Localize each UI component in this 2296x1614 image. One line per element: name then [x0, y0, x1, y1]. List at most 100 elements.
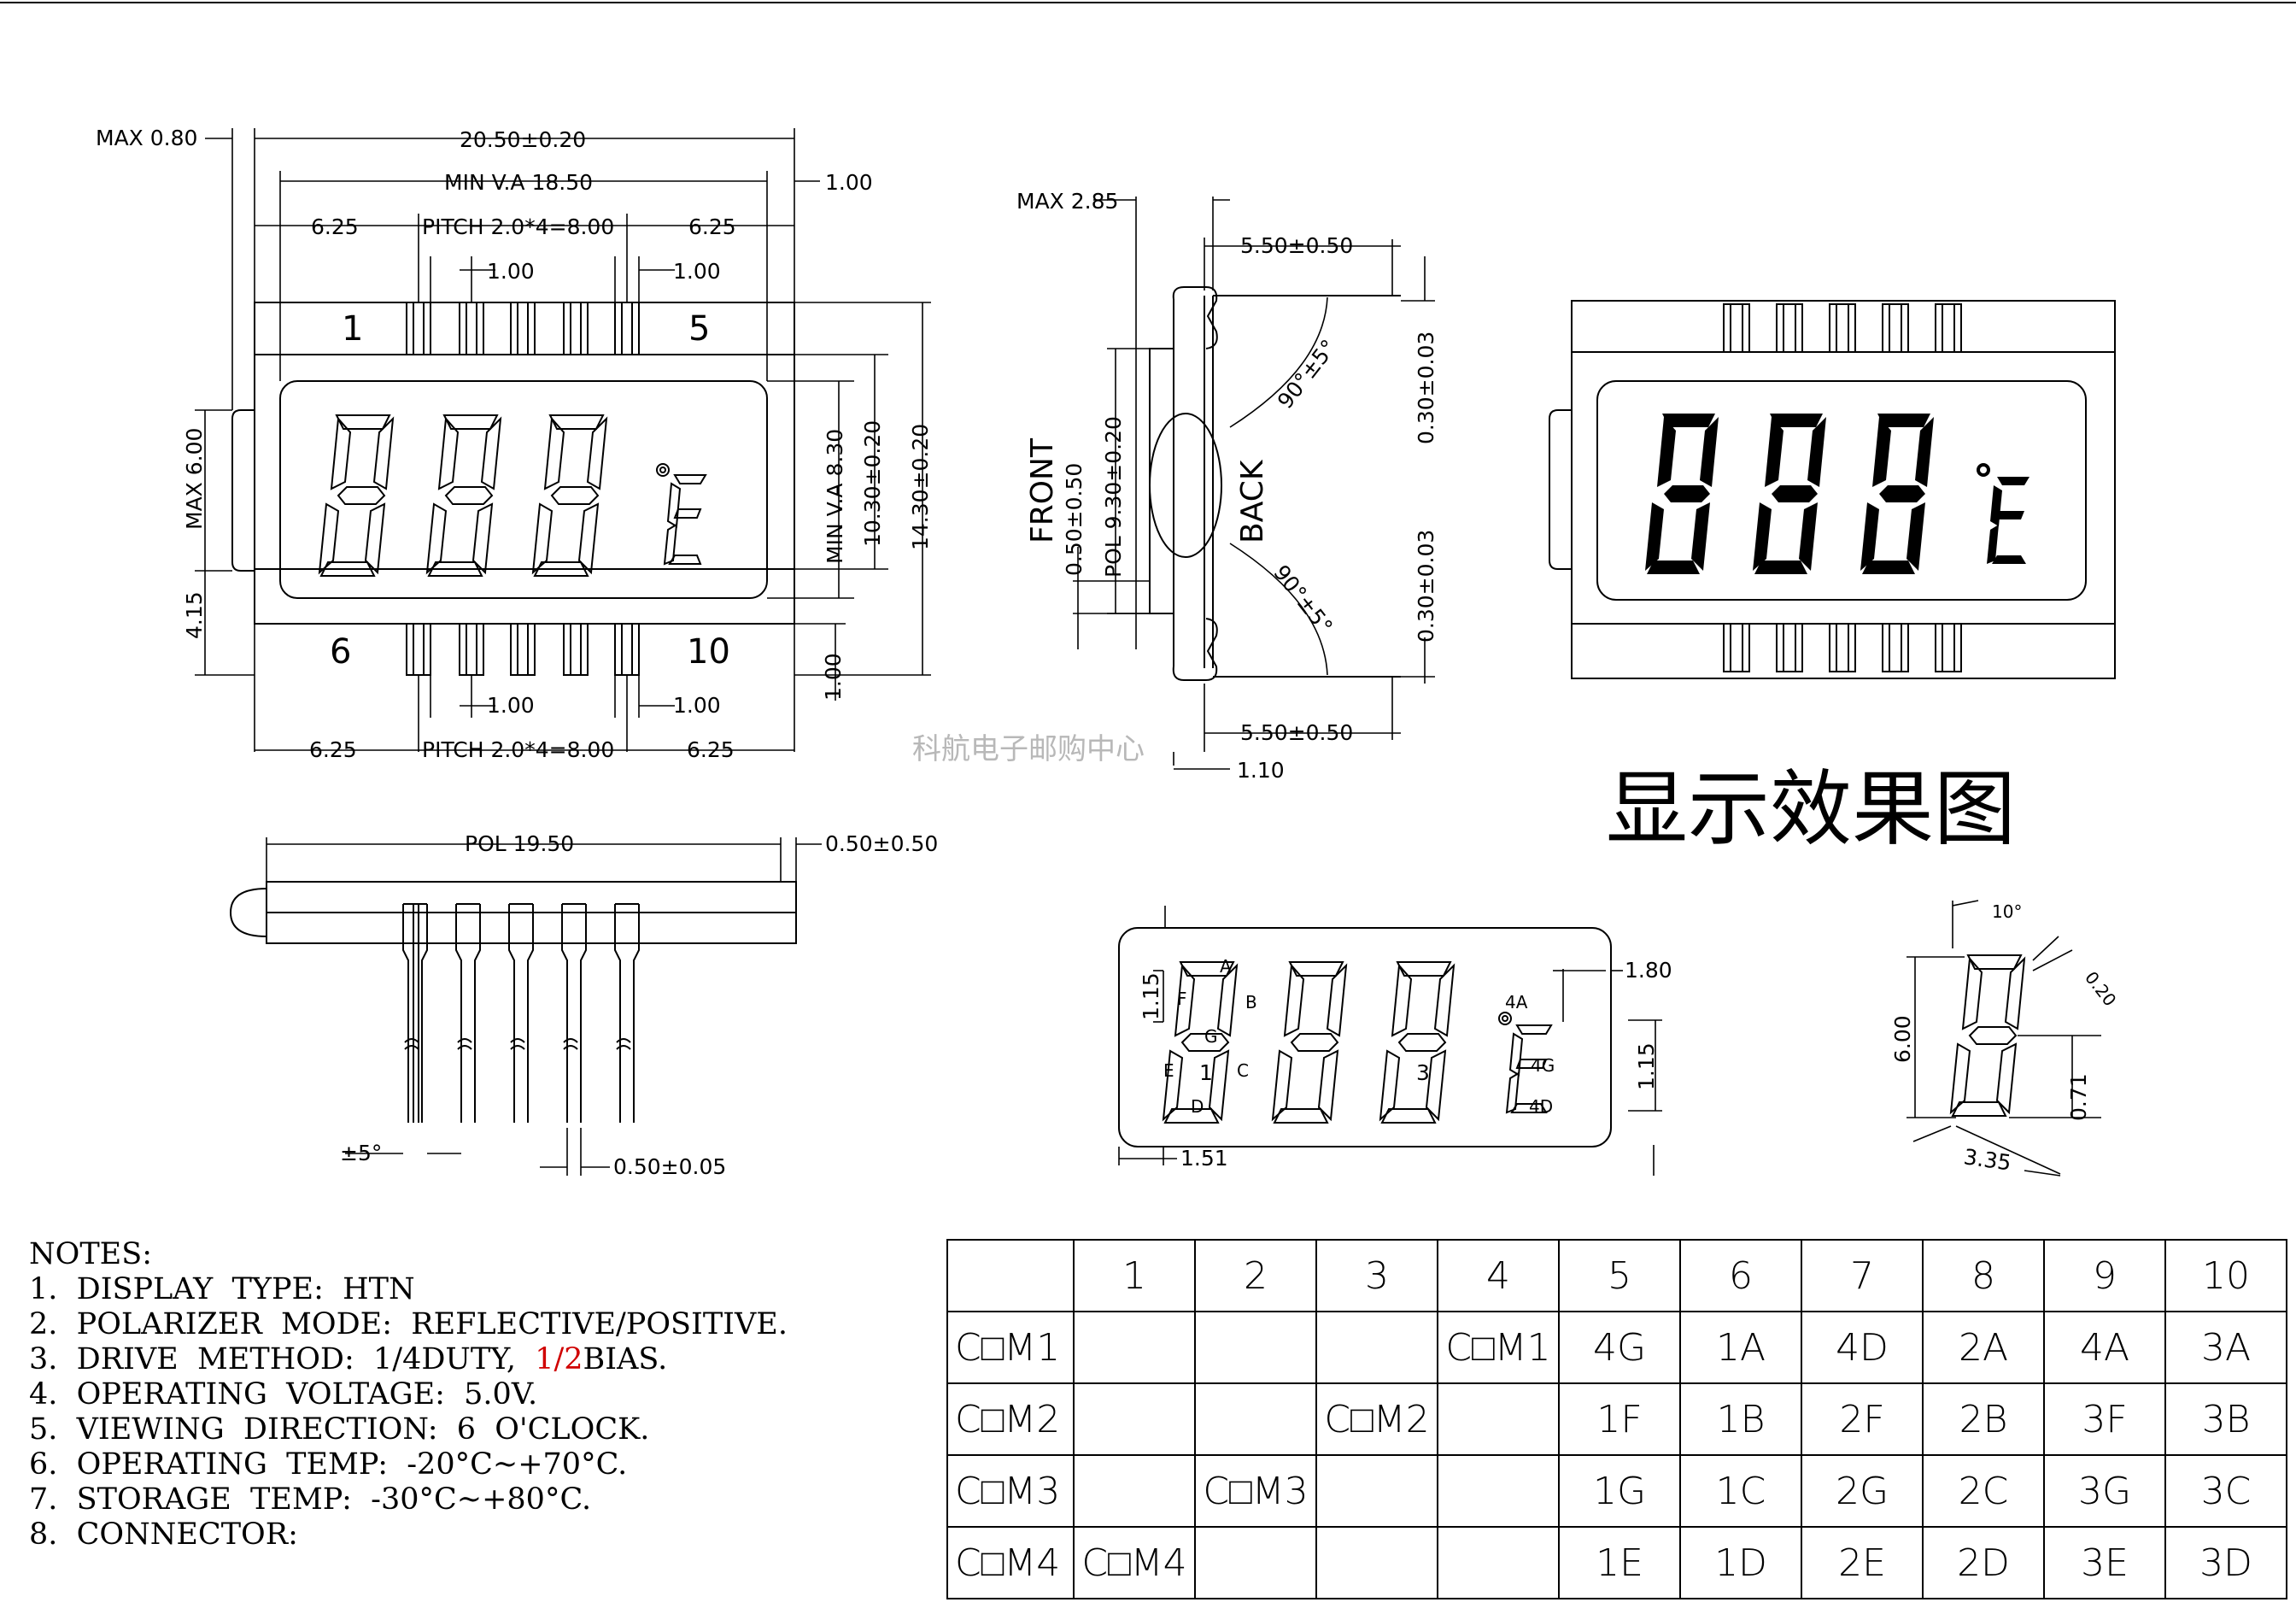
note-3-bias-value: 1/2 [535, 1342, 583, 1376]
pin-table-cell [1194, 1526, 1317, 1599]
side-pol-height: POL 9.30±0.20 [1101, 416, 1126, 578]
pin-table-header-cell: 6 [1679, 1239, 1802, 1312]
dim-edge-bottom: 1.00 [821, 653, 846, 701]
pin-table-cell: C□M3 [1194, 1454, 1317, 1528]
digit-2 [426, 414, 501, 577]
pin-table-header-cell: 3 [1315, 1239, 1438, 1312]
dim-side-right-bottom: 6.25 [687, 737, 735, 762]
pin-table-cell: 3D [2164, 1526, 2287, 1599]
side-front-label: FRONT [1025, 437, 1060, 543]
dim-pitch: PITCH 2.0*4=8.00 [422, 214, 614, 239]
side-front-offset: 0.50±0.50 [1062, 463, 1086, 576]
note-8: 8. CONNECTOR: [29, 1517, 298, 1552]
pin-table-cell: 4A [2043, 1311, 2166, 1384]
pin-table-cell: C□M1 [1437, 1311, 1560, 1384]
pin-table-header-cell: 5 [1558, 1239, 1681, 1312]
seg-dim-left-height: 1.15 [1139, 972, 1163, 1020]
digit-detail [1906, 900, 2101, 1177]
pin-table-cell: C□M2 [1315, 1382, 1438, 1456]
dim-pin-width-c: 1.00 [487, 693, 535, 718]
dim-pitch-bottom: PITCH 2.0*4=8.00 [422, 737, 614, 762]
dim-height-inner: 10.30±0.20 [860, 420, 885, 547]
pin-table-cell: 1A [1679, 1311, 1802, 1384]
seg-label-g: G [1204, 1026, 1218, 1047]
side-gap-bottom: 0.30±0.03 [1414, 530, 1438, 643]
seg-label-d: D [1191, 1096, 1204, 1117]
pin-table-cell [1437, 1526, 1560, 1599]
pin-table-header-cell [946, 1239, 1075, 1312]
dim-pin-width-b: 1.00 [673, 259, 721, 284]
pin-label-1: 1 [342, 309, 363, 349]
segment-digit-3 [1379, 961, 1455, 1124]
dim-offset-left: 4.15 [182, 591, 207, 639]
side-max-thickness: MAX 2.85 [1016, 189, 1118, 214]
notes-title: NOTES: [29, 1237, 152, 1271]
seg-label-e: E [1163, 1060, 1174, 1081]
pin-table-cell [1315, 1454, 1438, 1528]
side-view [1073, 197, 1435, 770]
pin-table-cell: 4G [1558, 1311, 1681, 1384]
side-bottom-offset: 5.50±0.50 [1240, 720, 1353, 745]
detail-stroke: 0.20 [2081, 967, 2120, 1010]
pin-table-header-cell: 7 [1801, 1239, 1924, 1312]
pin-table-cell [1437, 1454, 1560, 1528]
pin-table-cell: 3A [2164, 1311, 2287, 1384]
pin-table-cell [1194, 1311, 1317, 1384]
pin-table-cell [1073, 1382, 1196, 1456]
notes: NOTES: 1. DISPLAY TYPE: HTN 2. POLARIZER… [29, 1237, 788, 1552]
digit-3 [532, 414, 607, 577]
effect-view [1549, 300, 2116, 679]
pin-table-header-cell: 2 [1194, 1239, 1317, 1312]
pin-table-cell [1315, 1311, 1438, 1384]
side-bottom-edge: 1.10 [1237, 758, 1285, 783]
side-angle-top: 90°±5° [1273, 335, 1342, 414]
pin-table-cell: 1G [1558, 1454, 1681, 1528]
pin-table-cell: 2B [1922, 1382, 2045, 1456]
dim-side-left: 6.25 [311, 214, 359, 239]
bottom-pin-pitch: 0.50±0.05 [613, 1154, 726, 1179]
pin-table-cell: C□M1 [946, 1311, 1075, 1384]
pin-table-cell: 3F [2043, 1382, 2166, 1456]
detail-height: 6.00 [1890, 1015, 1915, 1063]
seg-dim-bottom-left: 1.51 [1180, 1146, 1228, 1171]
bottom-angle: ±5° [340, 1141, 382, 1165]
detail-angle: 10° [1992, 901, 2022, 922]
pin-table-header-cell: 4 [1437, 1239, 1560, 1312]
dim-min-va-height: MIN V.A 8.30 [823, 429, 847, 564]
bottom-tolerance: 0.50±0.50 [825, 831, 938, 856]
seg-label-4a: 4A [1505, 992, 1528, 1012]
pin-table-cell [1437, 1382, 1560, 1456]
side-gap-top: 0.30±0.03 [1414, 332, 1438, 444]
detail-gap: 0.71 [2066, 1073, 2091, 1121]
seg-label-a: A [1220, 956, 1232, 977]
dim-min-va-width: MIN V.A 18.50 [444, 170, 593, 195]
pin-table-cell: C□M4 [1073, 1526, 1196, 1599]
dim-height-outer: 14.30±0.20 [908, 424, 933, 550]
seg-label-4g: 4G [1531, 1055, 1555, 1076]
watermark: 科航电子邮购中心 [912, 732, 1145, 766]
seg-label-f: F [1177, 989, 1187, 1009]
pin-table-cell: 2D [1922, 1526, 2045, 1599]
digit-1 [319, 414, 394, 577]
pin-label-10: 10 [687, 632, 730, 672]
detail-digit [1950, 954, 2025, 1117]
pin-table-header-cell: 9 [2043, 1239, 2166, 1312]
seg-dim-top-right: 1.80 [1625, 958, 1672, 983]
pin-table-cell: 1B [1679, 1382, 1802, 1456]
side-top-offset: 5.50±0.50 [1240, 233, 1353, 258]
note-4: 4. OPERATING VOLTAGE: 5.0V. [29, 1377, 538, 1412]
dim-side-left-bottom: 6.25 [309, 737, 357, 762]
dim-side-right: 6.25 [688, 214, 736, 239]
pin-table-cell: 4D [1801, 1311, 1924, 1384]
bottom-view [229, 837, 822, 1176]
side-back-label: BACK [1235, 459, 1270, 543]
pin-table-header-cell: 1 [1073, 1239, 1196, 1312]
dim-max-thickness: MAX 0.80 [96, 126, 197, 150]
pin-table-cell: 1C [1679, 1454, 1802, 1528]
pin-table-cell [1315, 1526, 1438, 1599]
pin-table-cell: 2F [1801, 1382, 1924, 1456]
